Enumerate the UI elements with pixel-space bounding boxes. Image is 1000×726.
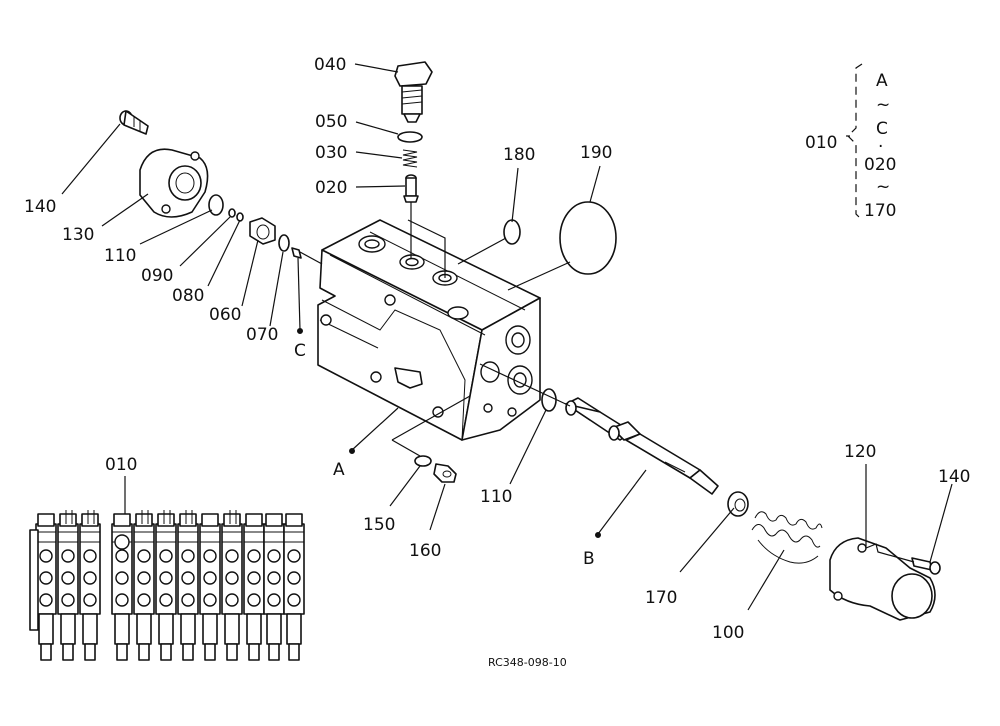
label-150: 150 xyxy=(363,515,395,535)
label-070: 070 xyxy=(246,325,278,345)
valve-section xyxy=(177,513,199,661)
poppet-020 xyxy=(403,174,419,203)
o-ring-050 xyxy=(397,131,423,143)
legend-from-020: 020 xyxy=(864,155,896,175)
label-140-left: 140 xyxy=(24,197,56,217)
legend-to-170: 170 xyxy=(864,201,896,221)
valve-section xyxy=(199,513,221,661)
o-ring-180 xyxy=(503,219,521,245)
label-130: 130 xyxy=(62,225,94,245)
valve-assembly-010 xyxy=(29,510,305,661)
label-030: 030 xyxy=(315,143,347,163)
assembly-end-plate xyxy=(29,529,39,631)
cover-120 xyxy=(829,537,936,621)
label-010-assembly: 010 xyxy=(105,455,137,475)
label-020: 020 xyxy=(315,178,347,198)
legend: 010 A ~ C · 020 ~ 170 xyxy=(805,71,896,221)
legend-bracket xyxy=(846,63,863,221)
label-120: 120 xyxy=(844,442,876,462)
valve-section xyxy=(221,513,243,661)
section-marker xyxy=(114,534,130,550)
legend-parent: 010 xyxy=(805,133,837,153)
spring-100 xyxy=(751,511,823,564)
ref-dot-C xyxy=(297,328,303,334)
valve-section xyxy=(283,513,305,661)
ref-dot-B xyxy=(595,532,601,538)
bolt-140-left xyxy=(119,110,149,135)
o-ring-110-left xyxy=(208,194,224,216)
label-170: 170 xyxy=(645,588,677,608)
section-fitting xyxy=(141,510,149,524)
legend-tilde-1: ~ xyxy=(876,95,890,115)
legend-to-c: C xyxy=(876,119,888,139)
section-fitting xyxy=(229,510,237,524)
drawing-code: RC348-098-10 xyxy=(488,656,567,669)
valve-section xyxy=(57,513,79,661)
relief-plug-040 xyxy=(394,61,433,123)
valve-section xyxy=(243,513,265,661)
label-110-right: 110 xyxy=(480,487,512,507)
label-060: 060 xyxy=(209,305,241,325)
valve-section xyxy=(35,513,57,661)
spring-030 xyxy=(402,149,418,168)
section-fitting xyxy=(65,510,73,524)
valve-section xyxy=(79,513,101,661)
label-050: 050 xyxy=(315,112,347,132)
part-C xyxy=(291,247,302,259)
o-ring-070 xyxy=(278,234,290,252)
label-080: 080 xyxy=(172,286,204,306)
leader-lines xyxy=(61,63,953,611)
label-090: 090 xyxy=(141,266,173,286)
label-190: 190 xyxy=(580,143,612,163)
label-100: 100 xyxy=(712,623,744,643)
section-fitting xyxy=(163,510,171,524)
o-ring-150 xyxy=(414,455,432,467)
legend-dot: · xyxy=(878,137,883,157)
valve-section xyxy=(155,513,177,661)
part-labels: 040 050 030 020 180 190 140 130 110 090 … xyxy=(24,55,970,643)
o-ring-190 xyxy=(559,201,617,275)
label-040: 040 xyxy=(314,55,346,75)
cover-130 xyxy=(139,148,209,218)
label-180: 180 xyxy=(503,145,535,165)
o-ring-110-right xyxy=(541,388,557,412)
legend-tilde-2: ~ xyxy=(876,177,890,197)
plug-060 xyxy=(249,217,276,245)
legend-from-a: A xyxy=(876,71,888,91)
label-ref-A: A xyxy=(333,460,345,480)
section-fitting xyxy=(87,510,95,524)
label-110-left: 110 xyxy=(104,246,136,266)
spool xyxy=(565,397,719,495)
valve-section xyxy=(133,513,155,661)
label-160: 160 xyxy=(409,541,441,561)
section-fitting xyxy=(185,510,193,524)
label-140-right: 140 xyxy=(938,467,970,487)
valve-body xyxy=(317,219,541,441)
label-ref-C: C xyxy=(294,341,306,361)
valve-section xyxy=(263,513,285,661)
plug-160 xyxy=(433,463,457,483)
washer-090 xyxy=(228,208,236,218)
label-ref-B: B xyxy=(583,549,595,569)
ref-dot-A xyxy=(349,448,355,454)
bolt-140-right xyxy=(911,557,941,575)
ring-080 xyxy=(236,212,244,222)
